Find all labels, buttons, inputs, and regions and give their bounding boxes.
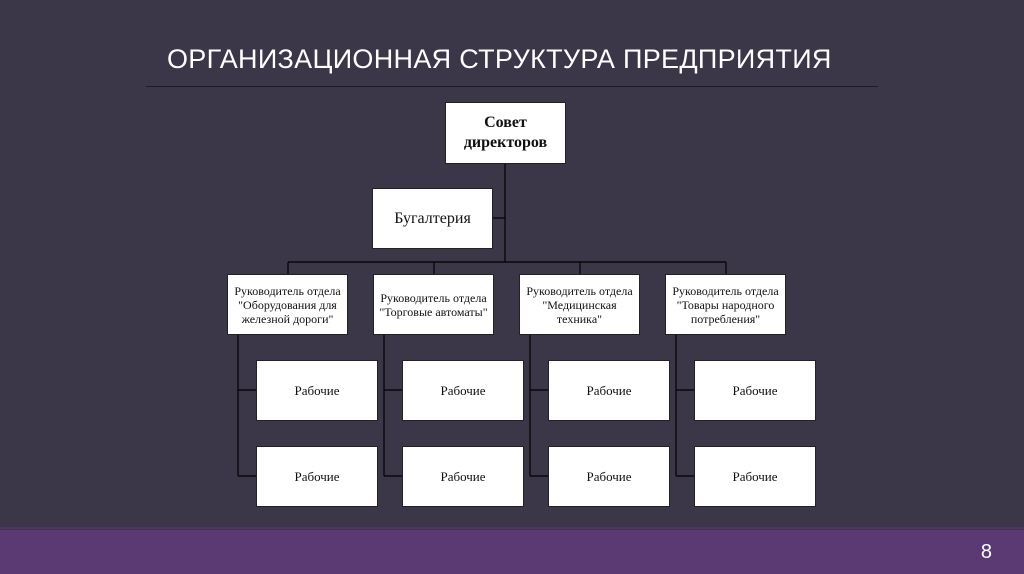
slide-title: ОРГАНИЗАЦИОННАЯ СТРУКТУРА ПРЕДПРИЯТИЯ <box>167 44 832 74</box>
workers-box: Рабочие <box>694 446 816 507</box>
workers-box: Рабочие <box>256 446 378 507</box>
workers-box: Рабочие <box>548 446 670 507</box>
department-head-box: Руководитель отдела "Товары народного по… <box>665 274 786 335</box>
workers-box: Рабочие <box>402 446 524 507</box>
department-head-box: Руководитель отдела "Оборудования для же… <box>227 274 348 335</box>
footer-divider <box>0 527 1024 529</box>
workers-box: Рабочие <box>256 360 378 421</box>
board-of-directors-box: Совет директоров <box>445 102 566 164</box>
title-underline <box>146 86 878 87</box>
workers-box: Рабочие <box>548 360 670 421</box>
workers-box: Рабочие <box>694 360 816 421</box>
page-number: 8 <box>980 541 992 563</box>
department-head-box: Руководитель отдела "Медицинская техника… <box>519 274 640 335</box>
accounting-box: Бугалтерия <box>372 188 493 249</box>
footer-bar <box>0 530 1024 574</box>
department-head-box: Руководитель отдела "Торговые автоматы" <box>373 274 494 335</box>
workers-box: Рабочие <box>402 360 524 421</box>
